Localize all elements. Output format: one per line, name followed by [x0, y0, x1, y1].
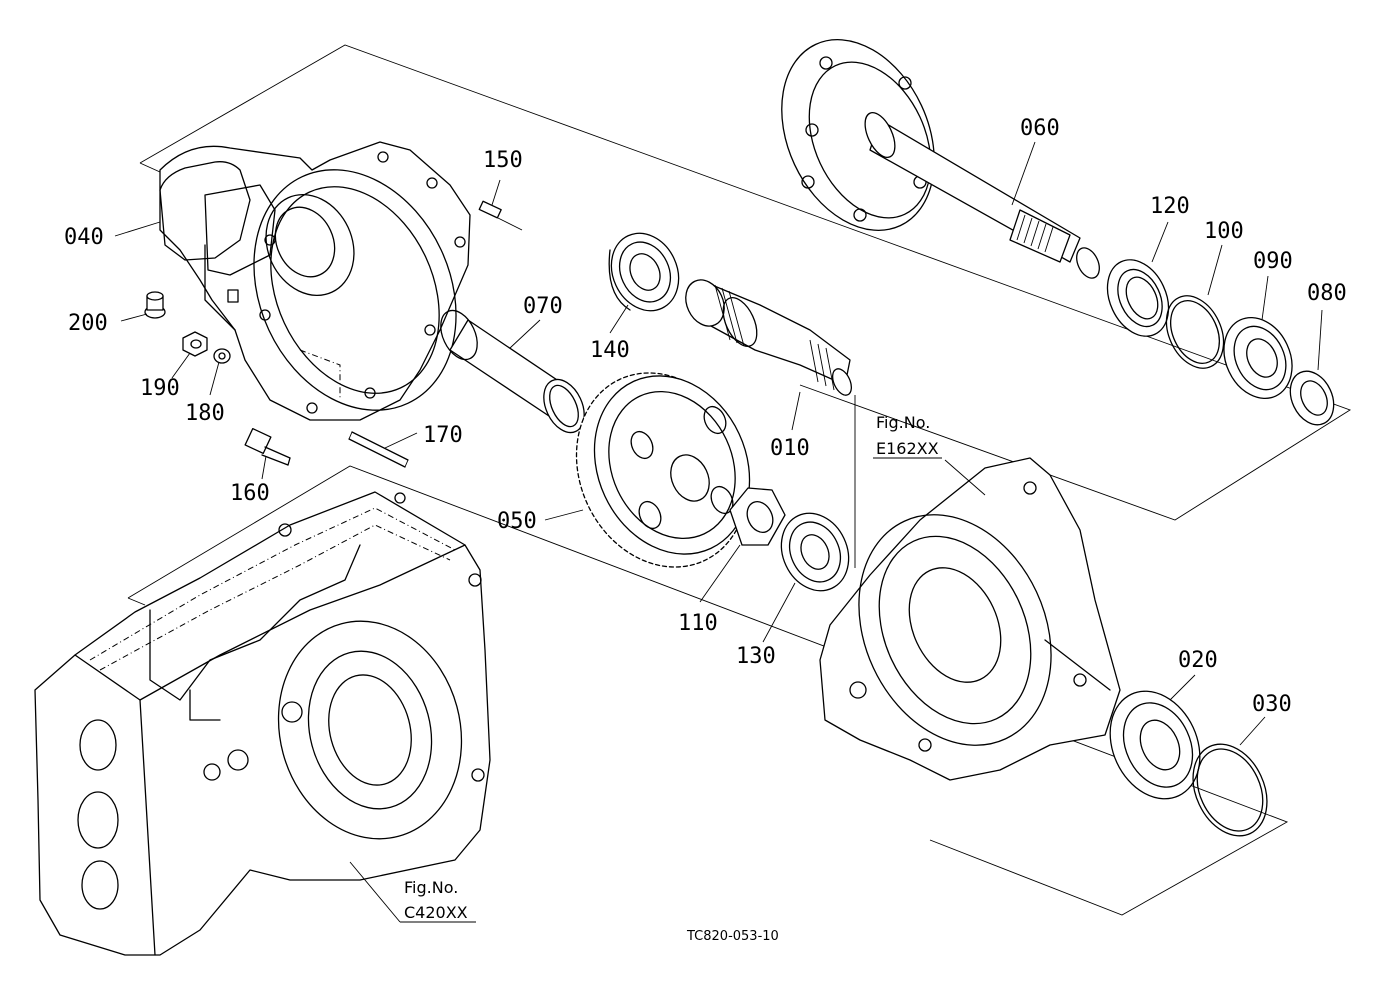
part-140-bearing: [608, 232, 680, 312]
part-160-bolt: [244, 427, 291, 466]
part-170-stud: [348, 431, 409, 468]
axle-housing-e162xx: [819, 457, 1121, 781]
part-100-snap-ring: [1165, 295, 1225, 369]
part-190-nut: [182, 331, 208, 357]
label-150: 150: [483, 148, 523, 173]
label-200: 200: [68, 311, 108, 336]
label-190: 190: [140, 376, 180, 401]
part-080-collar: [1289, 370, 1335, 426]
part-120-oil-seal: [1106, 259, 1170, 337]
label-110: 110: [678, 611, 718, 636]
assembly-boundary-lower: [127, 465, 1289, 916]
label-020: 020: [1178, 648, 1218, 673]
part-050-gear: [575, 372, 751, 568]
part-130-bearing: [780, 512, 850, 592]
leader-lines: [114, 141, 1323, 923]
part-090-bearing: [1223, 316, 1293, 400]
label-080: 080: [1307, 281, 1347, 306]
fig-ref-c420xx: Fig.No. C420XX: [404, 878, 468, 922]
drawing-code: TC820-053-10: [686, 929, 779, 944]
part-200-plug: [144, 291, 166, 319]
fig-ref-prefix: Fig.No.: [876, 413, 930, 432]
label-100: 100: [1204, 219, 1244, 244]
part-060-axle-shaft: [781, 39, 1100, 279]
label-180: 180: [185, 401, 225, 426]
part-labels: 040 200 190 180 160 170 150 070 140 010 …: [64, 116, 1347, 717]
label-140: 140: [590, 338, 630, 363]
part-150-dowel-pin: [478, 179, 523, 231]
label-070: 070: [523, 294, 563, 319]
label-090: 090: [1253, 249, 1293, 274]
part-020-bearing: [1109, 690, 1201, 800]
label-170: 170: [423, 423, 463, 448]
fig-ref-code: E162XX: [876, 439, 939, 458]
label-130: 130: [736, 644, 776, 669]
fig-ref-code: C420XX: [404, 903, 468, 922]
label-010: 010: [770, 436, 810, 461]
fig-ref-prefix: Fig.No.: [404, 878, 458, 897]
part-070-sleeve: [440, 309, 585, 434]
part-180-washer: [213, 348, 231, 364]
label-030: 030: [1252, 692, 1292, 717]
label-120: 120: [1150, 194, 1190, 219]
fig-ref-e162xx: Fig.No. E162XX: [876, 413, 939, 458]
label-050: 050: [497, 509, 537, 534]
part-040-case-cover: [159, 141, 471, 421]
transmission-case-c420xx: [34, 491, 491, 956]
part-110-lock-nut: [729, 487, 786, 546]
label-040: 040: [64, 225, 104, 250]
part-010-pinion-shaft: [685, 279, 853, 396]
label-060: 060: [1020, 116, 1060, 141]
label-160: 160: [230, 481, 270, 506]
part-030-snap-ring: [1192, 743, 1268, 837]
